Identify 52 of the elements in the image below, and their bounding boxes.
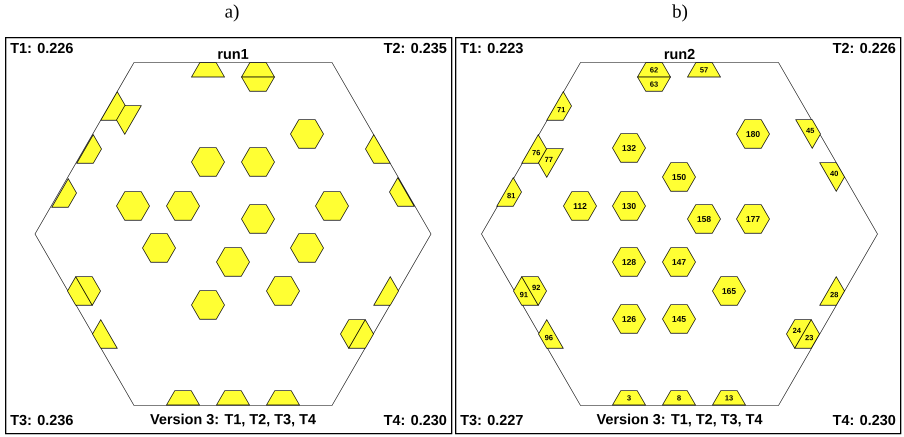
half-hexagon-cell	[76, 134, 102, 164]
hexagon-cell: 180	[736, 119, 770, 149]
hexagon-cell: 150	[662, 162, 696, 192]
version-caption: Version 3: T1, T2, T3, T4	[596, 414, 762, 426]
hexagon-cell: 177	[736, 204, 770, 234]
half-hexagon-cell	[348, 319, 374, 349]
hexagon-cell: 145	[662, 304, 696, 334]
panel-label: b)	[672, 4, 688, 22]
hexagon-cell	[290, 119, 324, 149]
half-hexagon-cell	[373, 276, 399, 306]
hexagon-cell: 165	[712, 276, 746, 306]
hexagon-cell: 126	[612, 304, 646, 334]
hexagon-cell	[166, 191, 200, 221]
panel-frame	[455, 37, 902, 434]
hexagon-cell	[290, 233, 324, 263]
half-hexagon-cell	[92, 319, 118, 349]
score-text: T4: 0.230	[832, 414, 896, 426]
hexagon-cell	[116, 191, 150, 221]
panel-frame	[5, 37, 452, 434]
score-text: T3: 0.236	[10, 414, 73, 426]
half-hexagon-cell	[51, 178, 77, 208]
score-text: T3: 0.227	[460, 414, 523, 426]
score-text: T1: 0.223	[460, 42, 523, 54]
hexagon-cell	[216, 247, 250, 277]
hexagon-cell: 128	[612, 247, 646, 277]
hexagon-cell: 130	[612, 191, 646, 221]
hexagon-cell	[142, 233, 176, 263]
hexagon-cell	[191, 147, 225, 177]
hexagon-cell	[266, 276, 300, 306]
hexagon-cell: 112	[563, 191, 597, 221]
score-text: T4: 0.230	[384, 414, 446, 426]
half-hexagon-cell	[340, 319, 366, 349]
half-hexagon-cell	[365, 134, 391, 164]
half-hexagon-cell	[116, 105, 142, 135]
score-text: T1: 0.226	[10, 42, 73, 54]
hexagon-cell	[241, 204, 275, 234]
hexagon-cell: 132	[612, 133, 646, 163]
hexagon-cell	[241, 147, 275, 177]
half-hexagon-cell	[100, 91, 126, 121]
score-text: T2: 0.226	[832, 42, 896, 54]
hexagon-cell: 147	[662, 247, 696, 277]
run-title: run2	[664, 48, 695, 60]
panel-label: a)	[225, 4, 239, 22]
run-title: run1	[218, 48, 248, 60]
half-hexagon-cell	[389, 177, 415, 207]
hexagon-cell: 158	[687, 204, 721, 234]
half-hexagon-cell	[67, 276, 93, 306]
version-caption: Version 3: T1, T2, T3, T4	[150, 414, 316, 426]
hexagon-cell	[315, 191, 349, 221]
hexagon-cell	[191, 290, 225, 320]
score-text: T2: 0.235	[384, 42, 446, 54]
half-hexagon-cell	[75, 276, 101, 306]
